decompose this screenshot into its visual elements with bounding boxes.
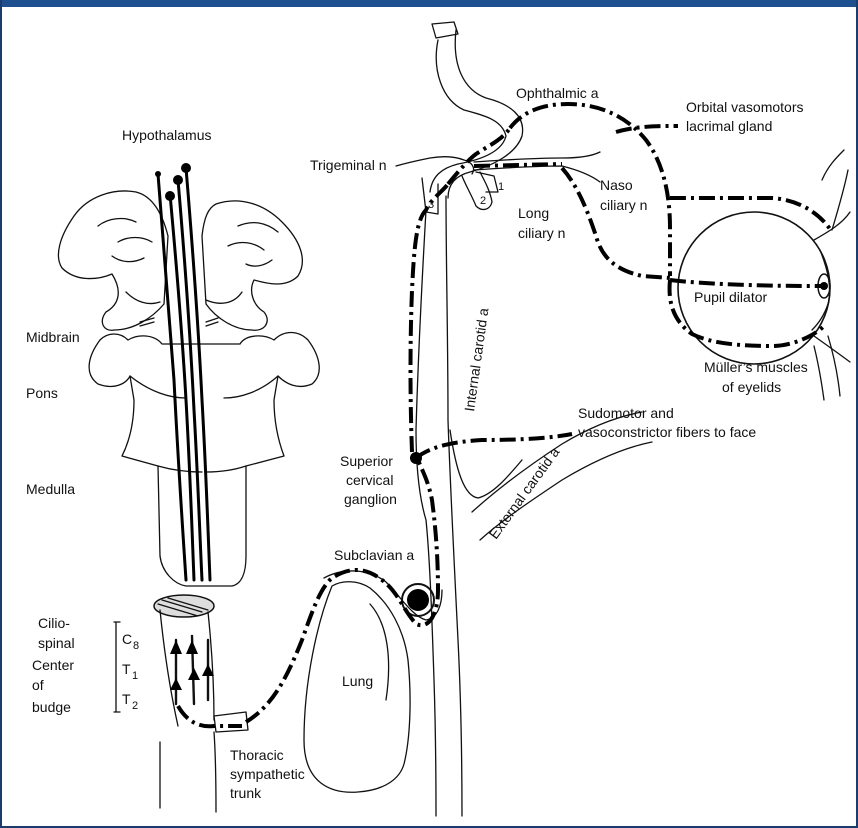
label-hypothalamus: Hypothalamus: [122, 127, 212, 143]
label-long-1: Long: [518, 205, 549, 221]
label-internal-carotid: Internal carotid a: [461, 307, 491, 413]
brain-outline: [58, 191, 319, 586]
label-superior-3: ganglion: [344, 491, 397, 507]
label-ciliospinal-4: of: [32, 677, 44, 693]
label-orbital-2: lacrimal gland: [686, 118, 772, 134]
label-medulla: Medulla: [26, 481, 75, 497]
label-long-2: ciliary n: [518, 225, 565, 241]
label-orbital-1: Orbital vasomotors: [686, 99, 803, 115]
label-lung: Lung: [342, 673, 373, 689]
label-t1-sub: 1: [132, 670, 138, 682]
label-t2-sub: 2: [132, 700, 138, 712]
label-external-carotid: External carotid a: [485, 444, 562, 542]
label-ophthalmic: Ophthalmic a: [516, 85, 599, 101]
label-naso-1: Naso: [600, 177, 633, 193]
label-ciliospinal-2: spinal: [38, 635, 75, 651]
label-midbrain: Midbrain: [26, 329, 80, 345]
label-ciliospinal-5: budge: [32, 699, 71, 715]
label-pupil: Pupil dilator: [694, 289, 767, 305]
label-ciliospinal-3: Center: [32, 657, 74, 673]
label-superior-2: cervical: [346, 472, 393, 488]
label-num-1: 1: [498, 181, 504, 193]
label-t1: T: [122, 661, 131, 677]
label-num-3: 3: [428, 199, 434, 211]
label-muller-2: of eyelids: [722, 379, 781, 395]
label-sudomotor-2: vasoconstrictor fibers to face: [578, 424, 756, 440]
label-sudomotor-1: Sudomotor and: [578, 405, 674, 421]
label-trigeminal: Trigeminal n: [310, 157, 387, 173]
label-naso-2: ciliary n: [600, 197, 647, 213]
label-ciliospinal-1: Cilio-: [38, 615, 70, 631]
diagram-labels: Hypothalamus Midbrain Pons Medulla Cilio…: [26, 85, 808, 801]
label-t2: T: [122, 691, 131, 707]
hypothalamic-tracts: [155, 163, 210, 580]
sympathetic-pathway: [246, 104, 832, 722]
label-num-2: 2: [480, 195, 486, 207]
label-muller-1: Müller’s muscles: [704, 359, 808, 375]
label-pons: Pons: [26, 385, 58, 401]
label-thoracic-2: sympathetic: [230, 766, 305, 782]
label-thoracic-3: trunk: [230, 785, 262, 801]
label-c8-sub: 8: [133, 640, 139, 652]
label-thoracic-1: Thoracic: [230, 747, 284, 763]
label-subclavian: Subclavian a: [334, 547, 414, 563]
label-superior-1: Superior: [340, 453, 393, 469]
label-c8: C: [122, 631, 132, 647]
